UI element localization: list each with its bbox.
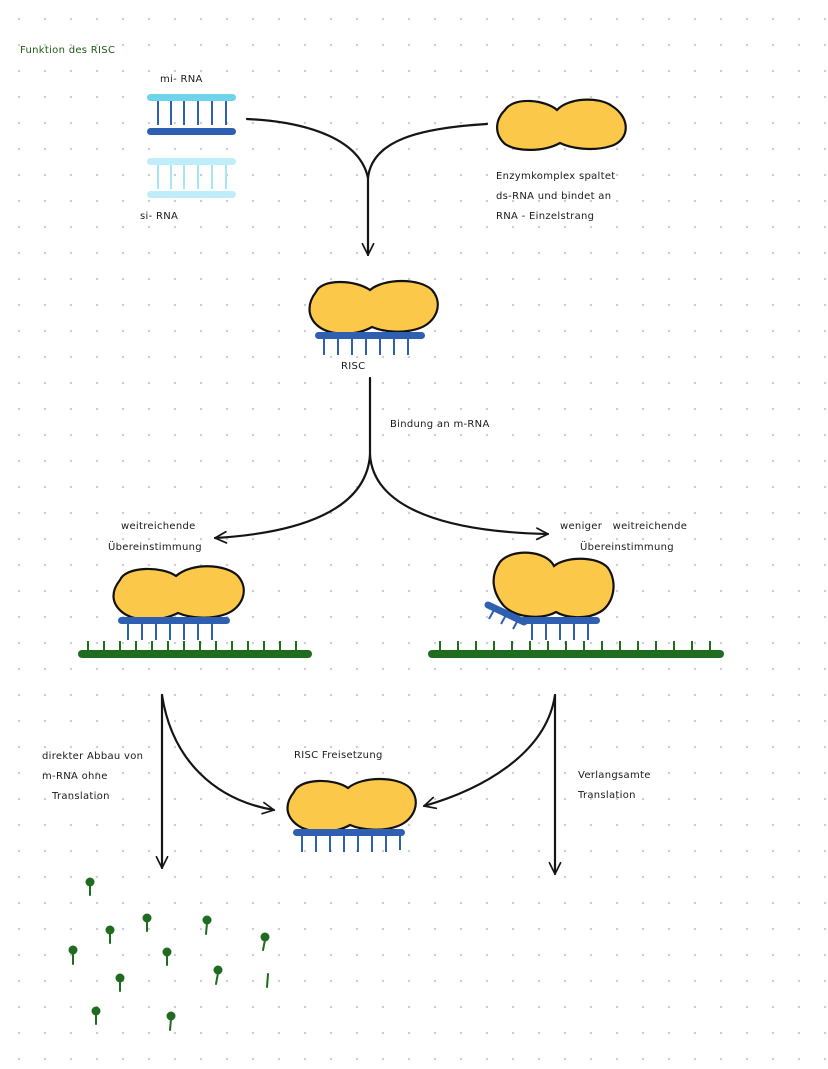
mrna-fragment [91, 1006, 101, 1025]
enzyme-note: Enzymkomplex spaltet ds-RNA und bindet a… [496, 171, 616, 222]
risc-complex [308, 280, 439, 355]
mrna-fragment [166, 1011, 176, 1031]
page-title: Funktion des RISC [20, 45, 115, 56]
mrna-fragment [162, 947, 172, 966]
svg-text:Verlangsamte: Verlangsamte [578, 770, 651, 781]
mi-rna-duplex [147, 94, 236, 135]
svg-text:Translation: Translation [577, 790, 636, 801]
partial-match-label-1: weniger weitreichende [560, 521, 687, 532]
slowed-translation-label: Verlangsamte Translation [577, 770, 651, 801]
mrna-strand-right [428, 641, 724, 658]
merge-arrow-left [245, 117, 370, 180]
mrna-fragment [213, 965, 223, 985]
mrna-fragment [105, 925, 115, 944]
enzyme-complex [496, 98, 627, 151]
split-arrow-left [213, 453, 372, 544]
mrna-fragment [142, 913, 152, 932]
full-match-label-1: weitreichende [121, 521, 196, 532]
mrna-fragment [68, 945, 78, 965]
svg-text:RNA - Einzelstrang: RNA - Einzelstrang [496, 211, 594, 222]
full-match-complex [112, 565, 245, 640]
partial-match-label-2: Übereinstimmung [580, 540, 674, 553]
si-rna-label: si- RNA [140, 211, 178, 222]
mrna-strand-left [78, 641, 312, 658]
risc-label: RISC [341, 361, 365, 372]
svg-text:ds-RNA und bindet an: ds-RNA und bindet an [496, 191, 611, 202]
mrna-fragment [266, 973, 269, 988]
svg-text:Enzymkomplex spaltet: Enzymkomplex spaltet [496, 171, 616, 182]
partial-match-complex [484, 551, 615, 640]
mrna-fragment [85, 877, 95, 896]
svg-text:direkter Abbau von: direkter Abbau von [42, 751, 143, 762]
merge-arrow-right [366, 122, 489, 180]
mrna-fragments [68, 877, 270, 1031]
release-arrow-left [160, 693, 276, 815]
release-arrow-right [422, 693, 557, 810]
full-match-label-2: Übereinstimmung [108, 540, 202, 553]
svg-text:Translation: Translation [51, 791, 110, 802]
mrna-fragment [202, 915, 212, 935]
svg-text:m-RNA ohne: m-RNA ohne [42, 771, 108, 782]
split-arrow-right [368, 453, 550, 541]
released-risc-complex [286, 778, 417, 852]
si-rna-duplex [147, 158, 236, 198]
mrna-fragment [115, 973, 125, 992]
binding-label: Bindung an m-RNA [390, 419, 490, 430]
mrna-fragment [260, 932, 270, 951]
mi-rna-label: mi- RNA [160, 74, 203, 85]
release-label: RISC Freisetzung [294, 750, 383, 761]
degradation-label: direkter Abbau von m-RNA ohne Translatio… [42, 751, 143, 802]
